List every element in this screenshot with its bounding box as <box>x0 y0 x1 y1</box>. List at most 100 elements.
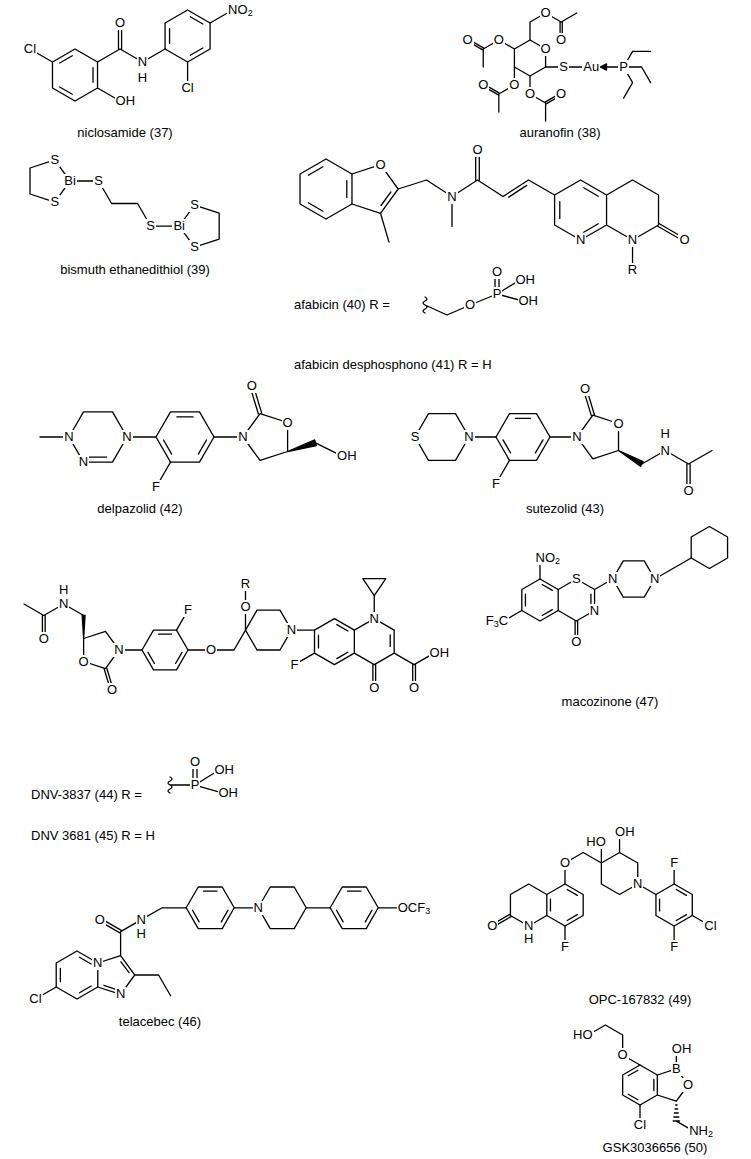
atom-label: H <box>136 927 147 941</box>
atom-label: F <box>183 603 193 617</box>
atom-label: HO <box>572 1028 594 1042</box>
compound-label: afabicin desphosphono (41) R = H <box>293 358 493 372</box>
atom-label: O <box>579 382 591 396</box>
atom-label: N <box>575 233 586 247</box>
atom-label: OCF3 <box>397 901 431 915</box>
atom-label: O <box>540 6 552 20</box>
atom-label: N <box>58 597 69 611</box>
atom-label: S <box>571 572 582 586</box>
atom-label: F <box>669 856 679 870</box>
atom-label: N <box>136 913 147 927</box>
atom-label: OH <box>115 94 137 108</box>
atom-label: N <box>137 55 148 69</box>
compound-label: P <box>190 778 201 792</box>
atom-label: H <box>660 427 671 441</box>
atom-label: S <box>410 430 421 444</box>
compound-label: DNV 3681 (45) R = H <box>30 829 156 843</box>
atom-label: F3C <box>485 614 509 628</box>
atom-label: O <box>486 919 498 933</box>
atom-label: N <box>63 430 74 444</box>
molecule-structure <box>504 527 728 643</box>
atom-label: OH <box>614 825 636 839</box>
atom-label: O <box>612 417 624 431</box>
atom-label: O <box>477 78 489 92</box>
compound-label: telacebec (46) <box>118 1015 202 1029</box>
atom-label: O <box>559 856 571 870</box>
compound-label: OH <box>518 294 540 308</box>
atom-label: N <box>589 604 600 618</box>
atom-label: N <box>660 444 671 458</box>
atom-label: Bi <box>63 174 77 188</box>
atom-label: OH <box>671 1042 693 1056</box>
atom-label: O <box>94 913 106 927</box>
atom-label: N <box>92 956 103 970</box>
atom-label: N <box>237 430 248 444</box>
compound-label: OH <box>218 786 240 800</box>
atom-label: N <box>286 623 297 637</box>
substituent-structure <box>423 272 523 315</box>
atom-label: P <box>618 60 629 74</box>
atom-label: H <box>137 71 148 85</box>
compound-label: GSK3036656 (50) <box>602 1141 709 1155</box>
atom-label: H <box>58 583 69 597</box>
atom-label: Cl <box>633 1118 647 1132</box>
compound-label: P <box>492 287 503 301</box>
atom-label: NO2 <box>535 551 562 565</box>
atom-label: Cl <box>180 81 194 95</box>
compound-label: OH <box>515 273 537 287</box>
compound-label: macozinone (47) <box>561 695 660 709</box>
compound-label: auranofin (38) <box>519 126 602 140</box>
compound-label: niclosamide (37) <box>76 126 173 140</box>
atom-label: F <box>151 480 161 494</box>
molecule-structure <box>300 150 685 270</box>
atom-label: N <box>446 190 457 204</box>
atom-label: O <box>368 681 380 695</box>
atom-label: R <box>627 263 638 277</box>
atom-label: Bi <box>172 219 186 233</box>
atom-label: O <box>239 600 251 614</box>
molecule-structure <box>30 10 233 101</box>
atom-label: O <box>471 143 483 157</box>
atom-label: N <box>78 455 89 469</box>
atom-label: S <box>93 174 104 188</box>
atom-label: O <box>678 233 690 247</box>
atom-label: NO2 <box>227 3 254 17</box>
atom-label: S <box>49 153 60 167</box>
atom-label: O <box>682 484 694 498</box>
atom-label: O <box>524 87 536 101</box>
atom-label: N <box>571 430 582 444</box>
atom-label: N <box>649 572 660 586</box>
compound-label: DNV-3837 (44) R = <box>30 788 143 802</box>
molecule-structure <box>35 887 402 999</box>
molecule-structure <box>492 832 711 948</box>
atom-label: O <box>408 681 420 695</box>
atom-label: S <box>558 60 569 74</box>
atom-label: Au <box>582 60 600 74</box>
atom-label: B <box>671 1062 682 1076</box>
atom-label: R <box>240 577 251 591</box>
compound-label: bismuth ethanedithiol (39) <box>59 263 211 277</box>
atom-label: N <box>115 987 126 1001</box>
atom-label: N <box>627 233 638 247</box>
atom-label: O <box>555 87 567 101</box>
atom-label: O <box>682 1078 694 1092</box>
atom-label: O <box>508 78 520 92</box>
compound-label: OPC-167832 (49) <box>588 993 693 1007</box>
atom-label: Cl <box>23 42 37 56</box>
compound-label: afabicin (40) R = <box>293 298 391 312</box>
molecule-structure <box>24 579 434 691</box>
atom-label: N <box>113 643 124 657</box>
atom-label: O <box>374 158 386 172</box>
atom-label: O <box>462 33 474 47</box>
atom-label: OH <box>336 449 358 463</box>
compound-label: OH <box>214 763 236 777</box>
compound-label: delpazolid (42) <box>96 502 183 516</box>
molecule-structure <box>588 1025 694 1131</box>
molecule-structure <box>30 160 219 247</box>
atom-label: O <box>555 33 567 47</box>
atom-label: N <box>369 612 380 626</box>
atom-label: S <box>145 219 156 233</box>
